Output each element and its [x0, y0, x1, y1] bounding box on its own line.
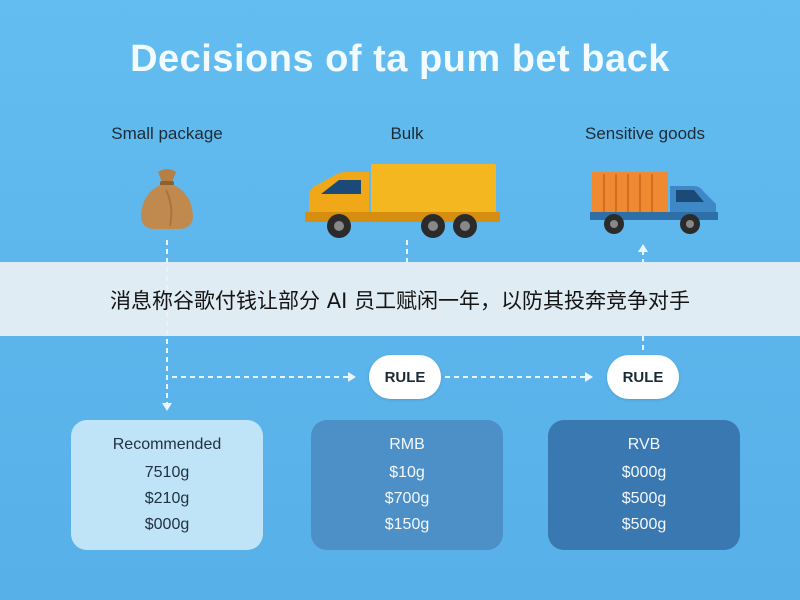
column-label-bulk: Bulk — [390, 124, 424, 143]
card-title: Recommended — [112, 436, 222, 453]
card-value: $10g — [389, 464, 425, 481]
card-value: $500g — [621, 490, 667, 507]
card-title: RVB — [627, 436, 661, 453]
rule-node-1: RULE — [369, 355, 441, 399]
arrow-right-rule-1 — [348, 372, 356, 382]
arrow-down-small — [162, 403, 172, 411]
card-title: RMB — [389, 436, 425, 453]
arrow-right-rule-2 — [585, 372, 593, 382]
column-label-sensitive-goods: Sensitive goods — [584, 124, 706, 143]
container-truck-icon — [590, 172, 718, 234]
caption-text: 消息称谷歌付钱让部分 AI 员工赋闲一年，以防其投奔竞争对手 — [110, 289, 690, 313]
card-recommended: Recommended 7510g $210g $000g — [71, 420, 263, 550]
card-value: $000g — [144, 516, 190, 533]
caption-banner — [0, 262, 800, 336]
diagram-title: Decisions of ta pum bet back — [130, 38, 670, 80]
card-value: $700g — [384, 490, 430, 507]
card-rmb: RMB $10g $700g $150g — [311, 420, 503, 550]
card-value: $500g — [621, 516, 667, 533]
arrow-up-sensitive — [638, 244, 648, 252]
card-value: 7510g — [144, 464, 190, 481]
rule-node-2: RULE — [607, 355, 679, 399]
column-label-small-package: Small package — [111, 124, 223, 143]
sack-icon — [141, 169, 193, 229]
truck-icon — [305, 164, 500, 238]
card-value: $150g — [384, 516, 430, 533]
card-value: $210g — [144, 490, 190, 507]
card-value: $000g — [621, 464, 667, 481]
card-rvb: RVB $000g $500g $500g — [548, 420, 740, 550]
